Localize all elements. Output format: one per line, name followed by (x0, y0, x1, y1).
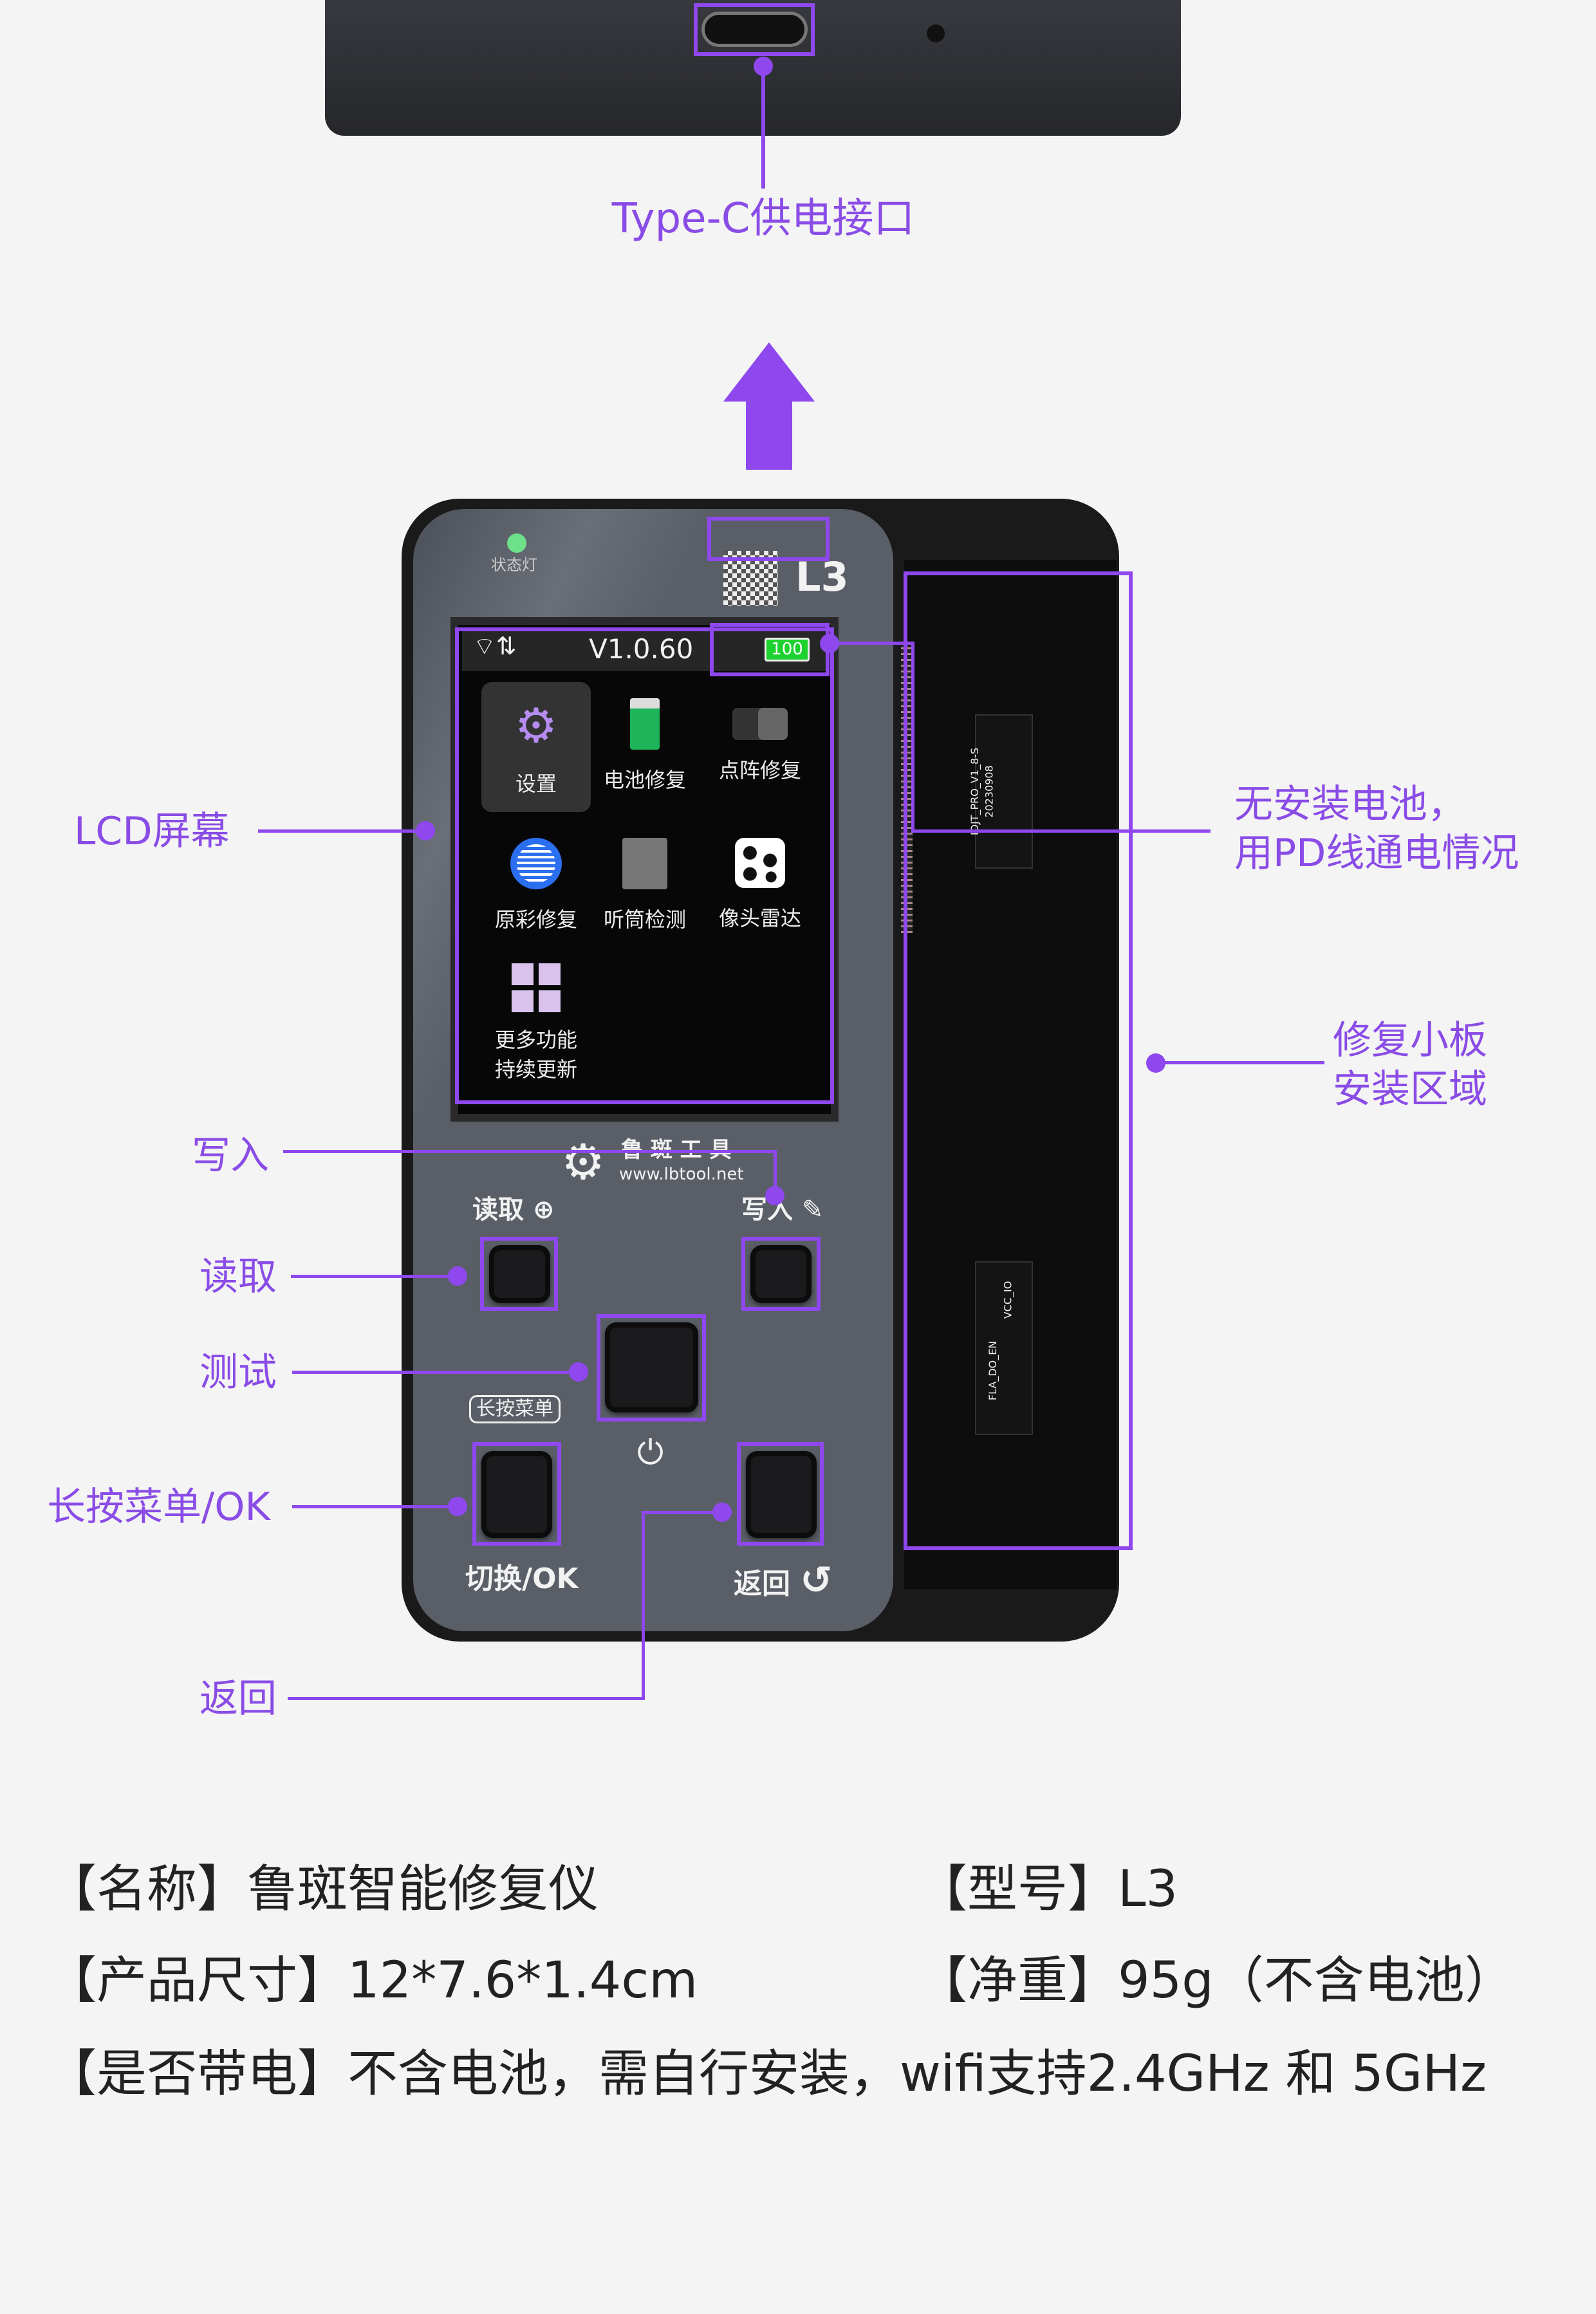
earpiece-icon (622, 838, 667, 889)
callout-back: 返回 (200, 1676, 277, 1721)
gear-icon: ⚙ (514, 698, 558, 754)
menu-ok-dot (448, 1497, 467, 1516)
write-key-label: 写入 ✎ (741, 1195, 824, 1225)
screw-hole (927, 24, 945, 42)
test-highlight (597, 1314, 706, 1421)
test-power-button[interactable] (605, 1322, 698, 1412)
spec-power: 【是否带电】不含电池，需自行安装，wifi支持2.4GHz 和 5GHz (46, 2045, 1487, 2103)
app-camera-lidar[interactable]: 像头雷达 (689, 838, 831, 932)
app-true-tone[interactable]: 原彩修复 (465, 838, 607, 933)
board-area-highlight (904, 571, 1133, 1550)
write-dot (765, 1186, 784, 1205)
read-highlight (480, 1237, 558, 1311)
test-line (292, 1371, 579, 1374)
callout-no-battery-2: 用PD线通电情况 (1234, 831, 1519, 876)
status-light (507, 533, 526, 553)
status-light-label: 状态灯 (491, 556, 537, 574)
switch-ok-label: 切换/OK (465, 1562, 579, 1595)
camera-lidar-icon (735, 838, 785, 888)
callout-board-2: 安装区域 (1333, 1067, 1487, 1112)
undo-icon: ↺ (800, 1558, 833, 1603)
callout-write: 写入 (192, 1133, 269, 1178)
port-highlight (694, 3, 815, 56)
back-dot (712, 1503, 732, 1522)
qr-highlight (707, 517, 830, 561)
back-line-h2 (642, 1511, 722, 1514)
dot-projector-icon (732, 708, 788, 740)
lcd-dot (416, 821, 435, 840)
back-highlight (737, 1442, 824, 1546)
brand-gear-icon: ⚙ (561, 1133, 606, 1190)
write-highlight (741, 1237, 821, 1311)
callout-test: 测试 (200, 1350, 277, 1395)
app-earpiece[interactable]: 听筒检测 (574, 838, 716, 933)
true-tone-icon (510, 838, 562, 889)
app-settings[interactable]: ⚙设置 (465, 698, 607, 797)
lcd-line (258, 829, 425, 833)
back-line-v (642, 1511, 645, 1700)
write-line-v (774, 1150, 777, 1195)
battery-indicator: 100 (765, 638, 810, 662)
battery-line-v (911, 642, 914, 833)
spec-name: 【名称】鲁斑智能修复仪 (46, 1860, 599, 1918)
read-line (291, 1275, 458, 1278)
read-dot (448, 1266, 467, 1286)
spec-weight: 【净重】95g（不含电池） (917, 1952, 1515, 2010)
spec-model: 【型号】L3 (917, 1860, 1178, 1918)
callout-read: 读取 (200, 1254, 277, 1299)
selected-tile (481, 682, 591, 812)
long-press-bubble: 长按菜单 (469, 1395, 561, 1423)
app-more[interactable]: 更多功能持续更新 (465, 963, 607, 1083)
website: www.lbtool.net (619, 1165, 744, 1184)
menu-ok-line (292, 1505, 458, 1508)
lcd-highlight (455, 627, 834, 1104)
spec-size: 【产品尺寸】12*7.6*1.4cm (46, 1952, 698, 2010)
wifi-icon: ⌔⇅ (473, 632, 517, 660)
battery-icon (630, 698, 660, 750)
port-label: Type-C供电接口 (611, 195, 915, 243)
ok-highlight (472, 1442, 561, 1546)
pen-icon: ✎ (801, 1195, 824, 1225)
write-line (283, 1150, 777, 1153)
ok-button[interactable] (481, 1451, 552, 1538)
callout-no-battery-1: 无安装电池， (1234, 782, 1466, 827)
board-line (1156, 1061, 1324, 1064)
callout-lcd: LCD屏幕 (74, 809, 230, 854)
read-key-label: 读取 ⊕ (472, 1195, 555, 1225)
battery-line-h2 (911, 829, 1211, 833)
back-key-label: 返回 ↺ (734, 1558, 833, 1603)
zoom-in-icon: ⊕ (532, 1195, 555, 1225)
test-dot (569, 1362, 588, 1382)
arrow-up-icon (723, 342, 815, 470)
app-battery-repair[interactable]: 电池修复 (574, 698, 716, 793)
callout-board-1: 修复小板 (1333, 1018, 1487, 1063)
more-apps-icon (512, 963, 561, 1012)
model-label: L3 (795, 553, 849, 600)
power-icon: ⏻ (637, 1434, 664, 1472)
write-button[interactable] (750, 1245, 812, 1303)
back-button[interactable] (746, 1451, 817, 1538)
port-line (761, 66, 765, 189)
battery-line (830, 642, 914, 645)
app-dot-projector[interactable]: 点阵修复 (689, 698, 831, 784)
back-line (288, 1697, 645, 1700)
read-button[interactable] (489, 1245, 550, 1303)
usb-c-port (701, 12, 808, 47)
callout-menu-ok: 长按菜单/OK (47, 1485, 270, 1530)
version-label: V1.0.60 (589, 633, 694, 665)
